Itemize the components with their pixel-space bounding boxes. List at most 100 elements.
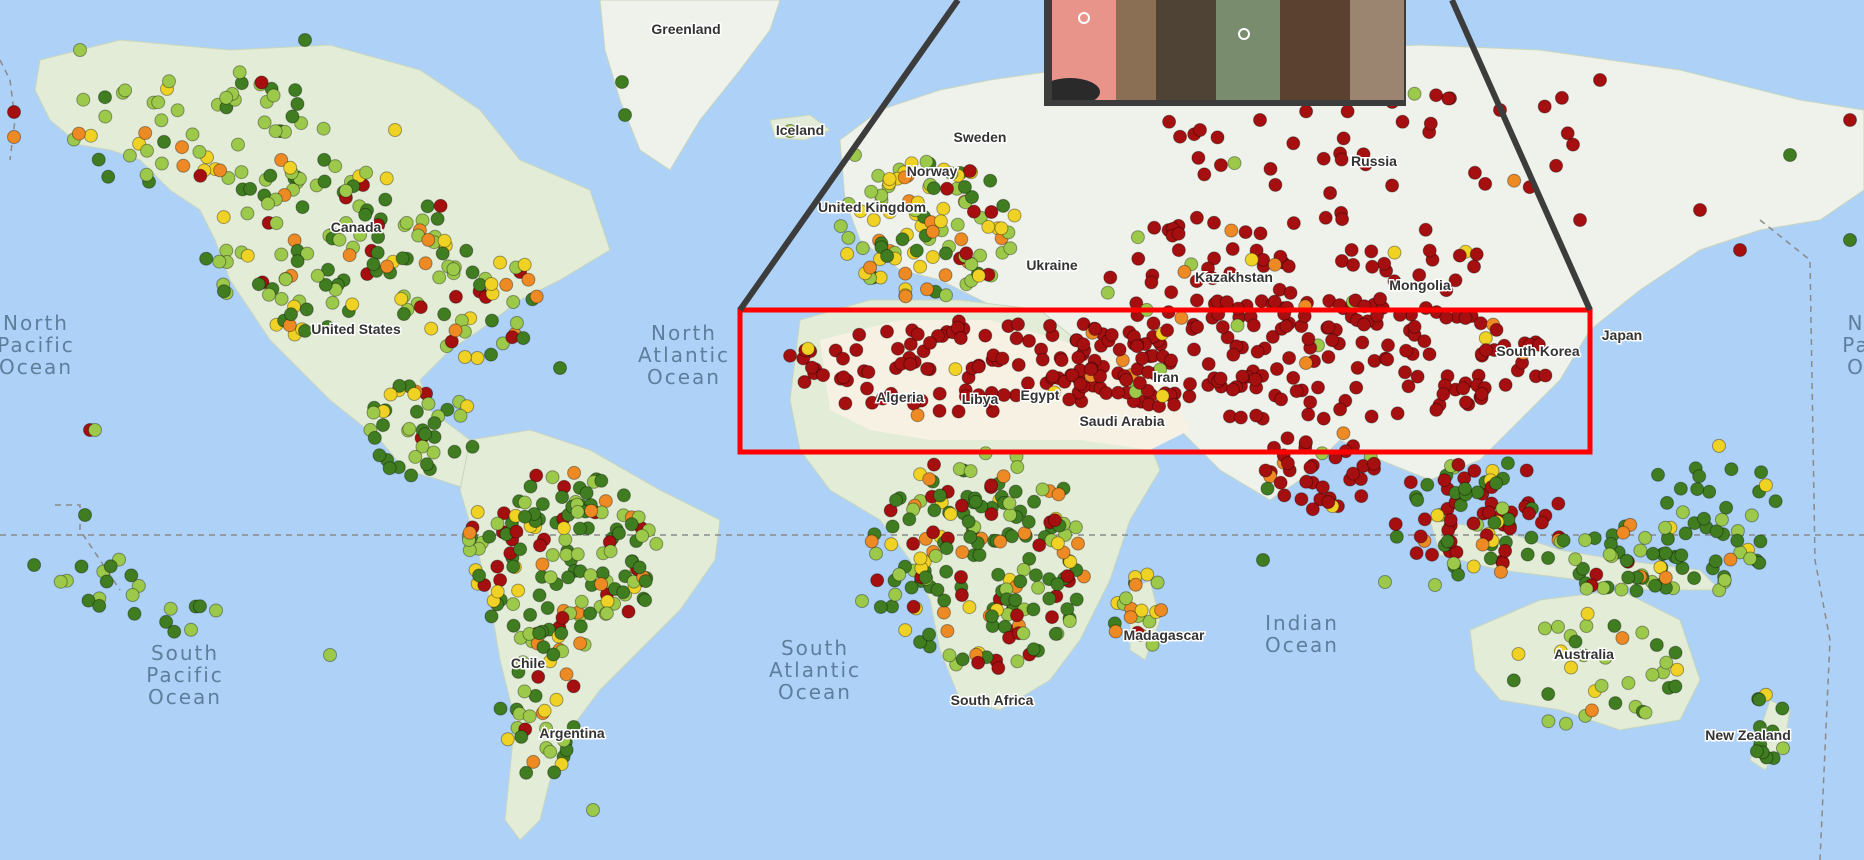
data-dot xyxy=(388,123,402,137)
data-dot xyxy=(1687,571,1702,586)
data-dot xyxy=(274,247,289,262)
data-dot xyxy=(944,166,959,181)
highlight-box[interactable] xyxy=(737,307,1593,455)
data-dot xyxy=(1702,484,1717,499)
data-dot xyxy=(1154,603,1169,618)
ocean-label-north-pacific-right-1: Pa xyxy=(1842,333,1864,357)
data-dot xyxy=(523,607,538,622)
data-dot xyxy=(1452,248,1467,263)
data-dot xyxy=(1440,534,1455,549)
data-dot xyxy=(383,387,398,402)
data-dot xyxy=(910,408,925,423)
data-dot xyxy=(984,507,999,522)
inset-photo-center xyxy=(1156,0,1216,100)
data-dot xyxy=(991,567,1006,582)
data-dot xyxy=(1616,525,1631,540)
data-dot xyxy=(424,321,439,336)
data-dot xyxy=(1026,602,1041,617)
data-dot xyxy=(863,260,878,275)
data-dot xyxy=(122,148,137,163)
data-dot xyxy=(1483,551,1498,566)
inset-photo-edge xyxy=(1350,0,1404,100)
data-dot xyxy=(163,601,178,616)
data-dot xyxy=(1088,322,1103,336)
data-dot xyxy=(509,524,524,539)
data-dot xyxy=(1187,342,1201,357)
ocean-label-south-atlantic-1: Atlantic xyxy=(769,658,861,682)
data-dot xyxy=(898,266,913,281)
data-dot xyxy=(1213,371,1228,386)
data-dot xyxy=(965,190,979,204)
data-dot xyxy=(371,230,386,244)
data-dot xyxy=(1708,554,1723,569)
data-dot xyxy=(1439,283,1454,298)
data-dot xyxy=(366,257,381,272)
data-dot xyxy=(1020,376,1035,391)
data-dot xyxy=(954,570,968,584)
data-dot xyxy=(1119,591,1133,606)
data-dot xyxy=(964,257,979,272)
data-dot xyxy=(573,521,587,536)
data-dot xyxy=(1493,564,1508,579)
data-dot xyxy=(440,402,455,417)
data-dot xyxy=(1410,369,1425,384)
data-dot xyxy=(537,703,552,718)
data-dot xyxy=(1467,463,1482,478)
data-dot xyxy=(1553,644,1568,659)
country-label-south-africa: South Africa xyxy=(951,692,1034,708)
data-dot xyxy=(951,404,966,419)
data-dot xyxy=(1467,165,1482,180)
data-dot xyxy=(1316,151,1331,166)
country-label-libya: Libya xyxy=(962,391,999,407)
inset-photo-arm xyxy=(1116,0,1156,100)
data-dot xyxy=(295,200,310,215)
data-dot xyxy=(1142,614,1157,629)
data-dot xyxy=(323,648,337,662)
data-dot xyxy=(1286,370,1301,385)
data-dot xyxy=(372,448,387,463)
data-dot xyxy=(465,265,480,280)
data-dot xyxy=(484,347,498,362)
data-dot xyxy=(991,661,1006,675)
data-dot xyxy=(922,472,937,487)
data-dot xyxy=(1244,252,1259,267)
data-dot xyxy=(1385,178,1400,193)
data-dot xyxy=(1439,310,1454,325)
data-dot xyxy=(1407,86,1422,101)
data-dot xyxy=(1189,274,1204,289)
data-dot xyxy=(573,619,588,634)
data-dot xyxy=(1334,152,1349,167)
country-label-egypt: Egypt xyxy=(1021,387,1060,403)
inset-photo[interactable] xyxy=(1040,0,1406,106)
data-dot xyxy=(1167,397,1182,412)
data-dot xyxy=(1448,273,1463,288)
data-dot xyxy=(930,582,945,597)
data-dot xyxy=(1003,507,1018,522)
ocean-label-south-pacific-0: South xyxy=(151,641,219,665)
data-dot xyxy=(1207,251,1222,266)
data-dot xyxy=(1594,678,1609,693)
data-dot xyxy=(953,331,968,346)
data-dot xyxy=(1213,158,1228,173)
data-dot xyxy=(1474,386,1489,401)
data-dot xyxy=(1303,395,1318,410)
data-dot xyxy=(994,221,1009,236)
data-dot xyxy=(933,488,947,503)
data-dot xyxy=(1678,526,1693,541)
data-dot xyxy=(995,351,1010,366)
data-dot xyxy=(1568,634,1583,649)
data-dot xyxy=(1301,331,1316,346)
data-dot xyxy=(913,551,928,566)
data-dot xyxy=(465,439,480,454)
data-dot xyxy=(558,532,573,547)
data-dot xyxy=(317,174,332,189)
data-dot xyxy=(1155,389,1170,403)
ocean-label-indian-1: Ocean xyxy=(1265,633,1339,657)
data-dot xyxy=(566,720,581,734)
data-dot xyxy=(933,214,948,229)
data-dot xyxy=(570,504,585,519)
data-dot xyxy=(1554,90,1569,105)
data-dot xyxy=(615,75,629,89)
data-dot xyxy=(1146,316,1161,331)
